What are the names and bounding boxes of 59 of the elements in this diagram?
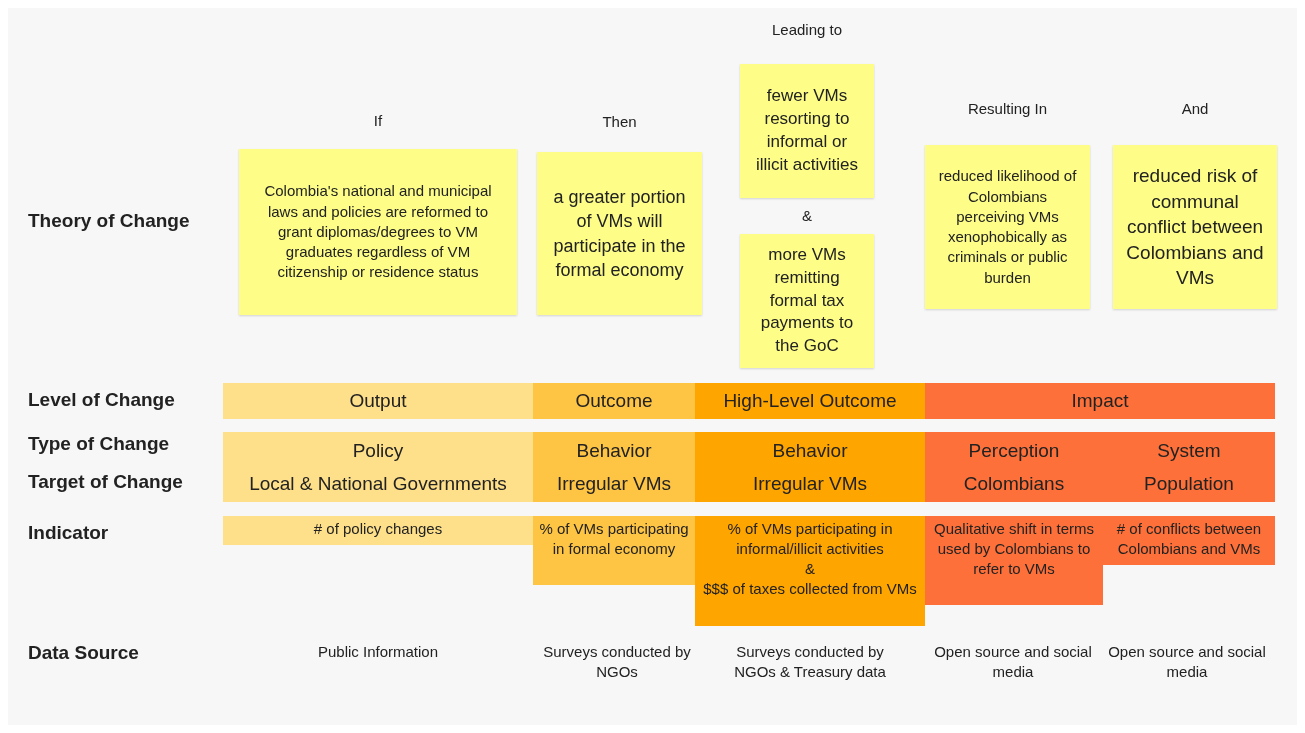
change-type-text: Policy bbox=[352, 439, 404, 462]
level-band bbox=[533, 383, 695, 419]
level-band bbox=[695, 383, 925, 419]
row-heading: Indicator bbox=[28, 523, 110, 543]
indicator-box bbox=[925, 516, 1103, 605]
row-heading: Type of Change bbox=[28, 434, 171, 454]
data-source-text: Surveys conducted by NGOs bbox=[542, 642, 692, 682]
indicator-box bbox=[533, 516, 695, 585]
change-type-box bbox=[925, 432, 1103, 502]
change-type-text: Behavior bbox=[772, 439, 848, 462]
change-type-box bbox=[695, 432, 925, 502]
row-heading: Level of Change bbox=[28, 390, 176, 410]
level-text: Outcome bbox=[575, 390, 653, 412]
data-source-text: Open source and social media bbox=[1107, 642, 1267, 682]
indicator-text: # of policy changes bbox=[313, 519, 443, 539]
indicator-box bbox=[1103, 516, 1275, 565]
data-source-text: Open source and social media bbox=[933, 642, 1093, 682]
note-text: a greater portion of VMs will participate in the formal economy bbox=[552, 185, 687, 282]
target-text: Local & National Governments bbox=[249, 472, 507, 495]
target-text: Irregular VMs bbox=[557, 472, 671, 495]
target-text: Irregular VMs bbox=[753, 472, 867, 495]
change-type-text: Behavior bbox=[576, 439, 652, 462]
level-text: High-Level Outcome bbox=[723, 390, 897, 412]
row-heading: Theory of Change bbox=[28, 211, 191, 231]
note-text: reduced likelihood of Colombians perceiving VMs xenophobically as criminals or public burden bbox=[937, 166, 1078, 288]
sticky-note bbox=[740, 234, 874, 368]
note-text: fewer VMs resorting to informal or illicit activities bbox=[755, 85, 859, 176]
indicator-text: $$$ of taxes collected from VMs bbox=[703, 579, 917, 599]
note-text: more VMs remitting formal tax payments to the GoC bbox=[759, 243, 855, 358]
indicator-box bbox=[223, 516, 533, 545]
connector-text: & bbox=[801, 206, 813, 226]
step-heading: And bbox=[1180, 98, 1210, 119]
row-heading: Data Source bbox=[28, 643, 140, 663]
change-type-text: System bbox=[1157, 439, 1221, 462]
data-source-text: Public Information bbox=[316, 642, 440, 662]
row-heading: Target of Change bbox=[28, 472, 184, 492]
indicator-text: # of conflicts between Colombians and VMs bbox=[1115, 519, 1263, 559]
note-text: reduced risk of communal conflict between Colombians and VMs bbox=[1125, 163, 1265, 291]
change-type-box bbox=[223, 432, 533, 502]
target-text: Population bbox=[1144, 472, 1234, 495]
indicator-text: % of VMs participating in informal/illicit activities bbox=[726, 519, 894, 559]
target-text: Colombians bbox=[963, 472, 1065, 495]
indicator-text: % of VMs participating in formal economy bbox=[539, 519, 689, 559]
level-band bbox=[223, 383, 533, 419]
note-text: Colombia's national and municipal laws and policies are reformed to grant diplomas/degrees to VM graduates regardless of VM citizenship or residence status bbox=[263, 181, 493, 283]
change-type-box bbox=[533, 432, 695, 502]
step-heading: If bbox=[372, 110, 384, 131]
step-heading: Leading to bbox=[770, 19, 844, 40]
change-type-box bbox=[1103, 432, 1275, 502]
level-text: Impact bbox=[1071, 390, 1129, 412]
step-heading: Then bbox=[601, 111, 638, 132]
change-type-text: Perception bbox=[968, 439, 1060, 462]
level-band bbox=[925, 383, 1275, 419]
indicator-box bbox=[695, 516, 925, 626]
step-heading: Resulting In bbox=[966, 98, 1049, 119]
indicator-text: Qualitative shift in terms used by Colombians to refer to VMs bbox=[932, 519, 1096, 579]
level-text: Output bbox=[349, 390, 407, 412]
data-source-text: Surveys conducted by NGOs & Treasury data bbox=[733, 642, 887, 682]
indicator-text: & bbox=[805, 559, 815, 579]
